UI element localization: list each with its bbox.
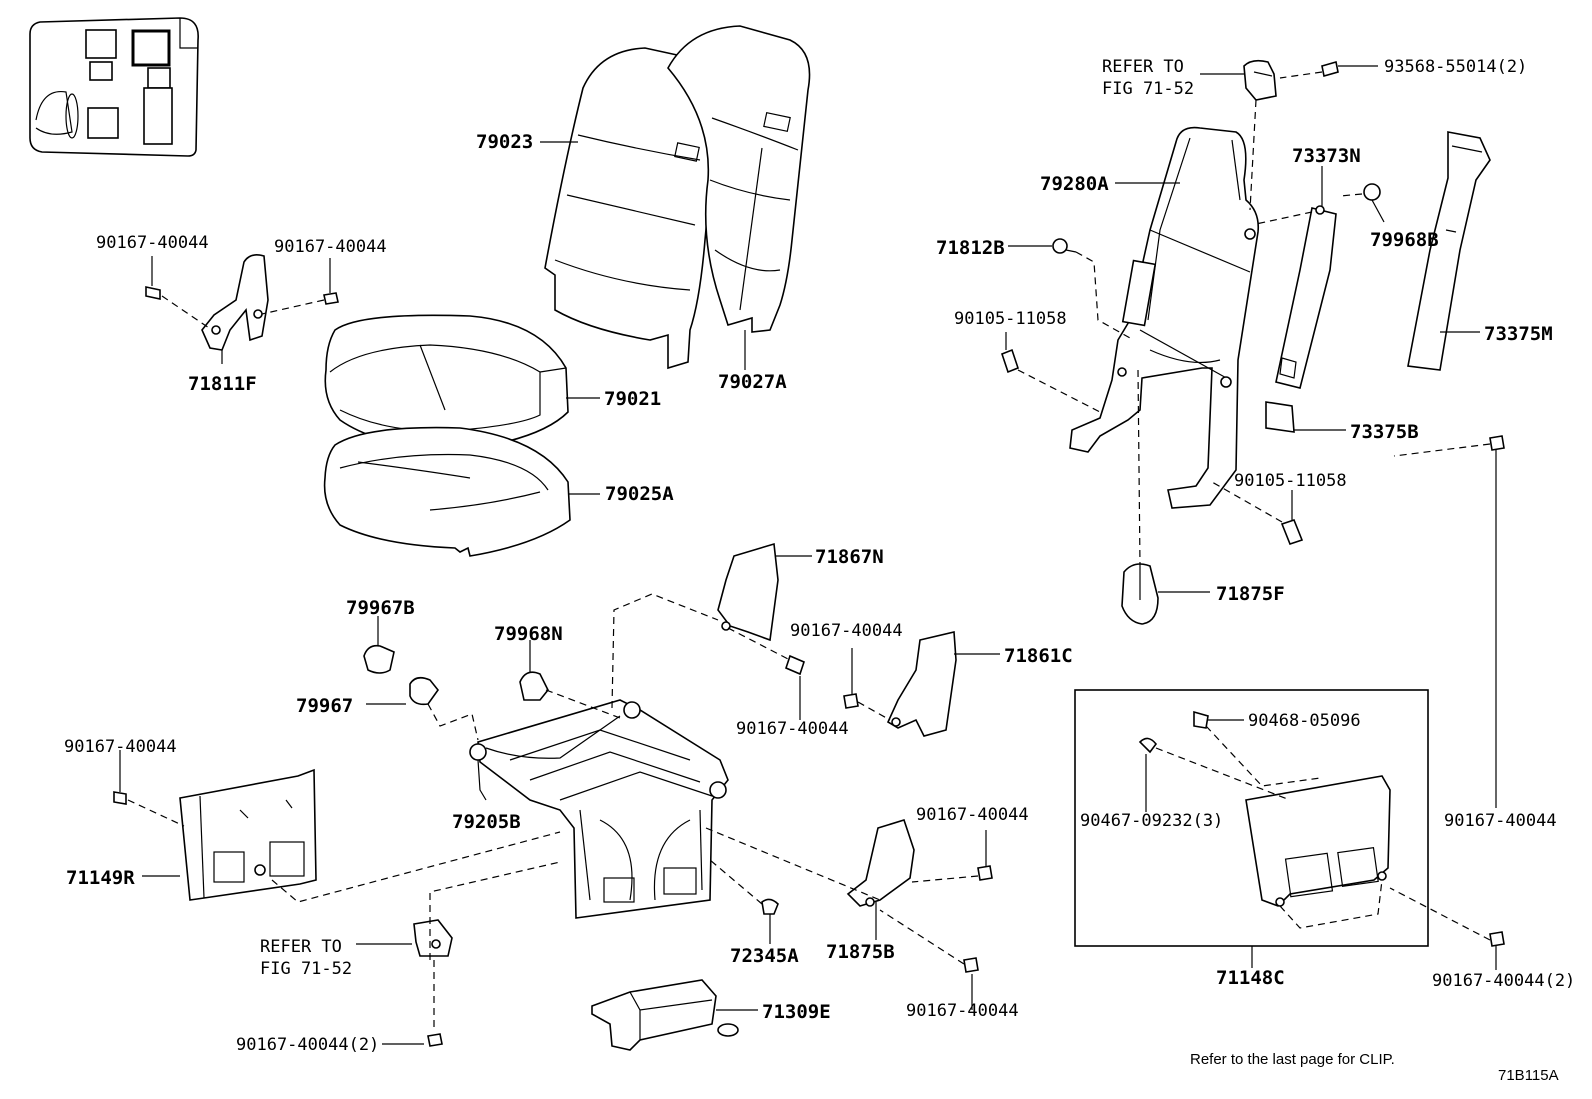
label-90167-h: 90167-40044 [906,1001,1019,1021]
clip-79967B [363,644,395,674]
label-79027A: 79027A [718,371,787,393]
bolt-icon [113,791,127,805]
label-73375B: 73375B [1350,421,1419,443]
refer-to-1-line1: REFER TO [1102,57,1184,77]
label-90167-b: 90167-40044 [274,237,387,257]
label-90467: 90467-09232(3) [1080,811,1223,831]
clip-79968B [1339,183,1381,201]
footer-note: Refer to the last page for CLIP. [1190,1051,1395,1068]
vehicle-location-inset [29,17,199,157]
label-90167-f: 90167-40044(2) [236,1035,379,1055]
module-71309E [591,979,739,1051]
clip-71812B [1052,238,1077,254]
bolt-icon [1001,348,1304,545]
bracket-71811F [201,254,269,351]
bolt-icon [1489,435,1505,947]
label-79021: 79021 [604,388,661,410]
label-71811F: 71811F [188,373,257,395]
bolt-icon [145,286,339,305]
diagram-code: 71B115A [1498,1067,1559,1084]
refer-to-2-line1: REFER TO [260,937,342,957]
label-90167-d: 90167-40044 [736,719,849,739]
label-79205B: 79205B [452,811,521,833]
label-79968B: 79968B [1370,229,1439,251]
label-79967: 79967 [296,695,353,717]
label-79968N: 79968N [494,623,563,645]
bracket-71875B [846,819,915,907]
bolt-icon [963,865,993,973]
label-79280A: 79280A [1040,173,1109,195]
bracket-71867N [717,542,779,642]
seat-cushion-pad-79025A [323,426,571,557]
clip-72345A [761,898,779,915]
label-90105-a: 90105-11058 [954,309,1067,329]
label-79967B: 79967B [346,597,415,619]
label-73375M: 73375M [1484,323,1553,345]
seatback-pad-79027A [667,25,811,333]
clip-79967 [409,676,440,706]
label-71861C: 71861C [1004,645,1073,667]
trim-73375M [1407,131,1491,371]
trim-73373N [1275,205,1337,389]
label-90167-j: 90167-40044(2) [1432,971,1575,991]
label-71812B: 71812B [936,237,1005,259]
screw-icon [1321,60,1339,78]
cover-71875F [1121,563,1159,625]
label-79025A: 79025A [605,483,674,505]
label-90167-c: 90167-40044 [790,621,903,641]
bracket-part [413,919,453,957]
label-71867N: 71867N [815,546,884,568]
label-90167-a: 90167-40044 [96,233,209,253]
label-71148C: 71148C [1216,967,1285,989]
label-90167-i: 90167-40044 [1444,811,1557,831]
seat-frame-79205B [469,699,729,919]
clip-79968N [519,671,549,701]
label-90105-b: 90105-11058 [1234,471,1347,491]
label-90167-g: 90167-40044 [916,805,1029,825]
label-71309E: 71309E [762,1001,831,1023]
assembly-box-71148C [1074,689,1429,947]
trim-73375B [1265,401,1295,433]
seatback-frame-79280A [1069,126,1260,509]
label-90468: 90468-05096 [1248,711,1361,731]
bolt-icon [785,654,805,676]
label-90167-e: 90167-40044 [64,737,177,757]
cover-71149R [179,768,317,901]
refer-to-2-line2: FIG 71-52 [260,959,352,979]
label-71149R: 71149R [66,867,135,889]
seatback-cover-79023 [544,47,720,370]
bracket-71861C [886,631,957,737]
label-71875F: 71875F [1216,583,1285,605]
label-93568: 93568-55014(2) [1384,57,1527,77]
cap-part [1243,59,1277,101]
bolt-icon [843,693,859,709]
label-79023: 79023 [476,131,533,153]
label-73373N: 73373N [1292,145,1361,167]
screw-icon [427,1033,443,1047]
label-72345A: 72345A [730,945,799,967]
refer-to-1-line2: FIG 71-52 [1102,79,1194,99]
label-71875B: 71875B [826,941,895,963]
